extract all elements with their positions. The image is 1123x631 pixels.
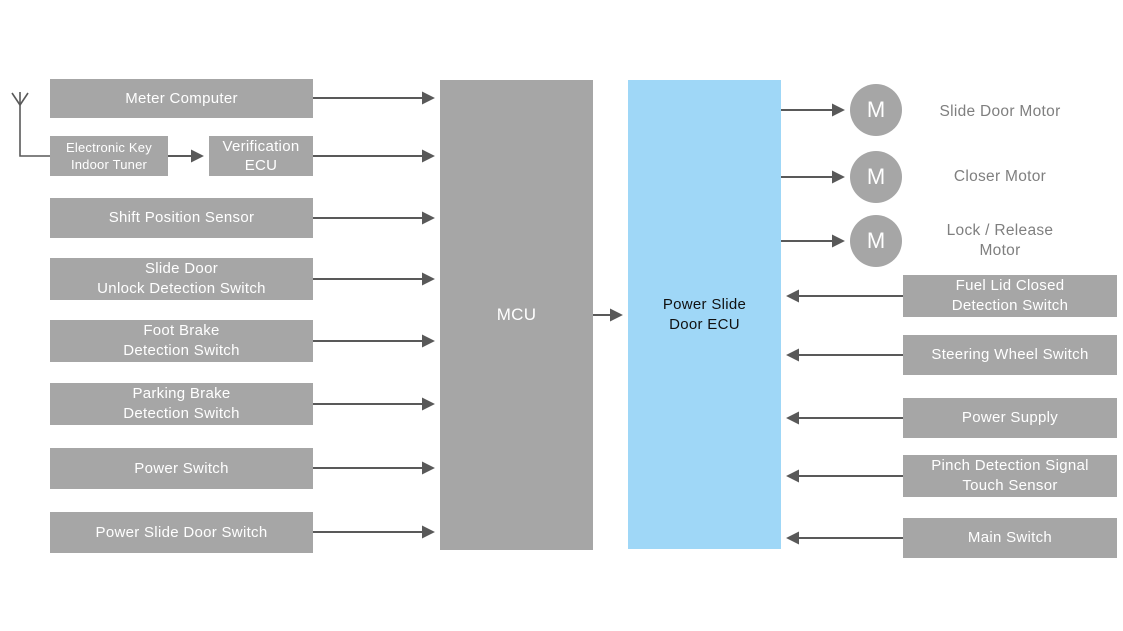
- mcu-box: MCU: [440, 80, 593, 550]
- electronic-key-indoor-tuner-label-line2: Indoor Tuner: [70, 157, 148, 172]
- meter-computer-label: Meter Computer: [125, 89, 238, 107]
- power-slide-door-switch-label: Power Slide Door Switch: [95, 523, 268, 541]
- shift-position-sensor-box: Shift Position Sensor: [50, 198, 313, 238]
- power-switch-box: Power Switch: [50, 448, 313, 489]
- slide-door-unlock-label-line1: Slide Door: [144, 260, 219, 277]
- electronic-key-indoor-tuner-box: Electronic Key Indoor Tuner: [50, 136, 168, 176]
- closer-motor-icon: M: [850, 151, 902, 203]
- lock-release-motor-symbol: M: [866, 228, 886, 253]
- electronic-key-indoor-tuner-label-line1: Electronic Key: [66, 140, 152, 155]
- slide-door-motor-icon: M: [850, 84, 902, 136]
- steering-wheel-switch-label: Steering Wheel Switch: [931, 346, 1089, 363]
- power-slide-door-ecu-box: Power Slide Door ECU: [628, 80, 781, 549]
- power-supply-box: Power Supply: [903, 398, 1117, 438]
- slide-door-motor-label: Slide Door Motor: [939, 103, 1061, 120]
- fuel-lid-closed-detection-switch-box: Fuel Lid Closed Detection Switch: [903, 275, 1117, 317]
- closer-motor-symbol: M: [866, 164, 886, 189]
- verification-ecu-label-line2: ECU: [244, 157, 278, 174]
- fuel-lid-label-line2: Detection Switch: [951, 297, 1069, 314]
- verification-ecu-box: Verification ECU: [209, 136, 313, 176]
- foot-brake-detection-switch-box: Foot Brake Detection Switch: [50, 320, 313, 362]
- power-slide-door-switch-box: Power Slide Door Switch: [50, 512, 313, 553]
- main-switch-label: Main Switch: [967, 529, 1053, 546]
- antenna-icon: [11, 92, 50, 157]
- mcu-label: MCU: [496, 305, 537, 324]
- lock-release-motor-label: Lock / Release Motor: [946, 222, 1054, 259]
- parking-brake-detection-switch-box: Parking Brake Detection Switch: [50, 383, 313, 425]
- foot-brake-label-line2: Detection Switch: [123, 342, 240, 359]
- slide-door-motor-symbol: M: [866, 97, 886, 122]
- foot-brake-label-line1: Foot Brake: [143, 322, 220, 339]
- fuel-lid-label-line1: Fuel Lid Closed: [955, 277, 1065, 294]
- pinch-detection-signal-touch-sensor-box: Pinch Detection Signal Touch Sensor: [903, 455, 1117, 497]
- meter-computer-box: Meter Computer: [50, 79, 313, 118]
- slide-door-unlock-detection-switch-box: Slide Door Unlock Detection Switch: [50, 258, 313, 300]
- verification-ecu-label-line1: Verification: [222, 138, 300, 155]
- slide-door-unlock-label-line2: Unlock Detection Switch: [97, 280, 266, 297]
- power-slide-door-ecu-label-line1: Power Slide: [662, 295, 747, 313]
- pinch-detection-label-line1: Pinch Detection Signal: [931, 457, 1089, 474]
- main-switch-box: Main Switch: [903, 518, 1117, 558]
- parking-brake-label-line1: Parking Brake: [132, 385, 231, 402]
- shift-position-sensor-label: Shift Position Sensor: [108, 209, 255, 226]
- power-slide-door-ecu-label-line2: Door ECU: [669, 315, 740, 333]
- power-switch-label: Power Switch: [134, 459, 229, 477]
- closer-motor-label: Closer Motor: [953, 168, 1047, 185]
- lock-release-motor-icon: M: [850, 215, 902, 267]
- steering-wheel-switch-box: Steering Wheel Switch: [903, 335, 1117, 375]
- pinch-detection-label-line2: Touch Sensor: [962, 477, 1058, 494]
- parking-brake-label-line2: Detection Switch: [123, 405, 240, 422]
- power-supply-label: Power Supply: [961, 409, 1059, 426]
